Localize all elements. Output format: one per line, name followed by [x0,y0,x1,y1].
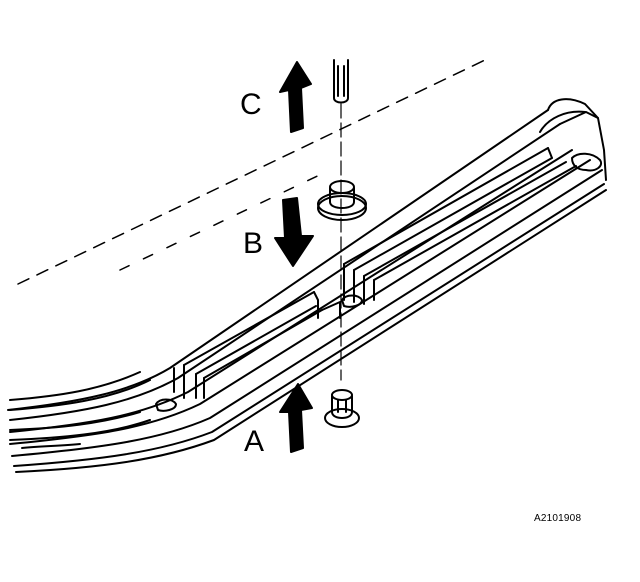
rivet-nut-insert [324,389,360,428]
rivet-tool [333,59,349,104]
arrow-up-c [279,61,312,133]
roof-outline-dashed [17,59,486,285]
rivet [317,180,367,221]
arrow-down-b [274,197,314,267]
arrow-up-a [279,383,313,453]
callout-label-c: C [240,88,262,121]
figure-id-label: A2101908 [534,513,582,524]
callout-label-a: A [244,425,265,458]
callout-label-b: B [243,227,264,260]
roof-rail [7,98,607,473]
